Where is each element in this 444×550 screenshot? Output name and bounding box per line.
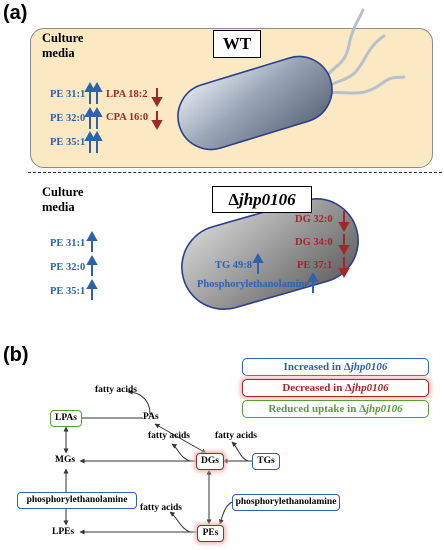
node-fatty-acids-left: fatty acids (148, 431, 190, 441)
mutant-strain-prefix: Δ (228, 190, 239, 209)
legend-reduced-prefix: Reduced uptake in Δ (268, 403, 366, 415)
wt-decreased-lipid: LPA 18:2 (106, 89, 148, 100)
wt-increase-arrows (84, 81, 103, 153)
legend-decreased-gene: jhp0106 (351, 382, 389, 394)
wt-increased-lipid: PE 31:1 (50, 89, 86, 100)
legend-decreased: Decreased in Δjhp0106 (242, 379, 429, 397)
legend-reduced-gene: jhp0106 (365, 403, 403, 415)
mutant-cell-decrease-arrows (338, 211, 350, 279)
legend-reduced-uptake: Reduced uptake in Δjhp0106 (242, 400, 429, 418)
mutant-cell-decreased-lipid: DG 32:0 (295, 214, 333, 225)
wt-bacterium-cell (177, 55, 333, 151)
wt-increased-lipid: PE 35:1 (50, 137, 86, 148)
mutant-media-increased-lipid: PE 35:1 (50, 286, 86, 297)
wt-increased-lipid: PE 32:0 (50, 113, 86, 124)
phospho-right-to-pes-arrow (219, 501, 233, 525)
legend-increased-prefix: Increased in Δ (283, 361, 351, 373)
node-pes: PEs (197, 525, 224, 542)
node-fatty-acids-top: fatty acids (95, 385, 137, 395)
node-phosphorylethanolamine-left: phosphorylethanolamine (17, 492, 137, 509)
wt-decreased-lipid: CPA 16:0 (106, 112, 149, 123)
mutant-culture-media-label: Culture media (42, 185, 84, 214)
pas-dgs-arrow (154, 423, 207, 454)
mutant-cell-increased-lipid: Phosphorylethanolamine (197, 279, 310, 290)
legend-increased: Increased in Δjhp0106 (242, 358, 429, 376)
node-phosphorylethanolamine-right: phosphorylethanolamine (232, 494, 340, 511)
node-lpas: LPAs (50, 410, 82, 427)
node-dgs: DGs (196, 453, 224, 470)
panel-b-label: (b) (3, 344, 29, 366)
node-fatty-acids-bottom: fatty acids (140, 503, 182, 513)
mutant-cell-decreased-lipid: DG 34:0 (295, 237, 333, 248)
mutant-cell-decreased-lipid: PE 37:1 (297, 260, 333, 271)
mutant-media-increased-lipid: PE 31:1 (50, 238, 86, 249)
node-tgs: TGs (252, 453, 280, 470)
node-pas: PAs (143, 412, 159, 422)
tgs-fatty-acids-right-arrow (231, 441, 249, 462)
pas-to-fatty-acids-arrow (127, 389, 151, 415)
node-lpes: LPEs (52, 527, 75, 537)
dgs-fatty-acids-left-arrow (171, 443, 191, 462)
mutant-media-increased-lipid: PE 32:0 (50, 262, 86, 273)
mutant-strain-label: Δjhp0106 (212, 186, 312, 213)
mutant-cell-increase-arrows (252, 252, 319, 293)
wt-culture-media-label: Culture media (42, 31, 84, 60)
wt-strain-label: WT (213, 30, 261, 58)
pes-fatty-acids-bottom-arrow (169, 511, 191, 533)
mutant-cell-increased-lipid: TG 49:8 (215, 260, 253, 271)
node-mgs: MGs (55, 455, 76, 465)
legend-decreased-prefix: Decreased in Δ (282, 382, 352, 394)
wt-decrease-arrows (151, 88, 163, 131)
mutant-strain-gene: jhp0106 (238, 190, 296, 209)
legend-increased-gene: jhp0106 (350, 361, 388, 373)
node-fatty-acids-right: fatty acids (215, 431, 257, 441)
panel-a-label: (a) (3, 2, 28, 24)
wt-flagella (316, 8, 406, 95)
panel-divider (28, 172, 442, 173)
mutant-media-increase-arrows (86, 230, 98, 300)
